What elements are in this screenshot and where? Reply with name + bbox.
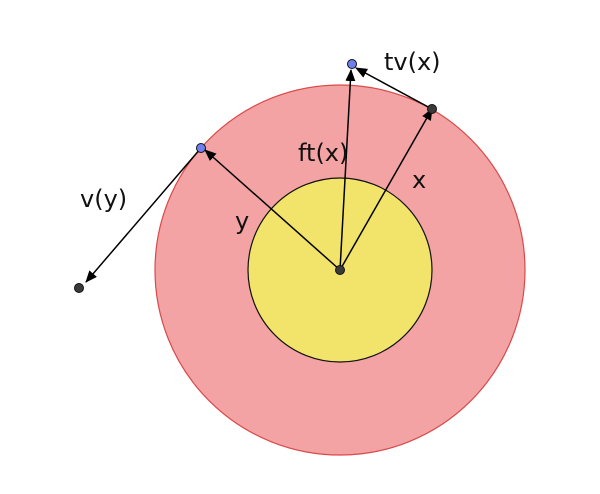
center-point bbox=[335, 265, 345, 275]
vector-tv-x bbox=[355, 67, 433, 110]
label-ft-x: ft(x) bbox=[298, 139, 348, 167]
point-x bbox=[427, 104, 437, 114]
label-y: y bbox=[235, 207, 249, 235]
point-ft-x bbox=[347, 59, 357, 69]
label-v-y: v(y) bbox=[80, 185, 127, 213]
vector-x bbox=[339, 108, 433, 271]
point-v-y-tip bbox=[74, 283, 84, 293]
point-y bbox=[196, 143, 206, 153]
vector-v-y bbox=[85, 147, 202, 283]
label-x: x bbox=[412, 166, 426, 194]
vector-ft-x bbox=[339, 69, 356, 271]
vector-y bbox=[204, 149, 341, 271]
label-tv-x: tv(x) bbox=[384, 48, 441, 76]
